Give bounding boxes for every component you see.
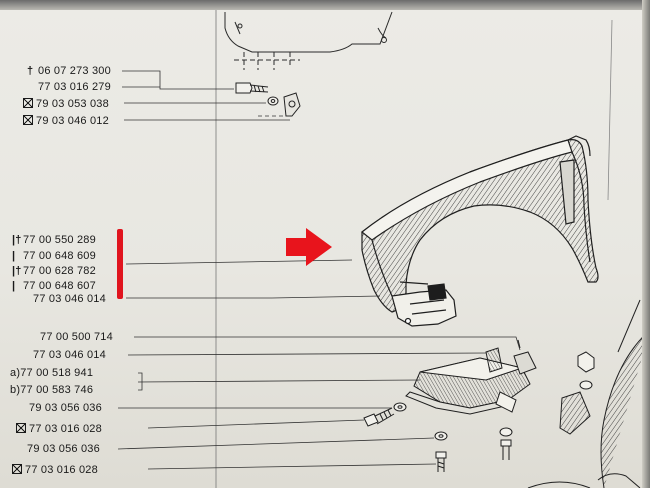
part-number-label: † 06 07 273 300 [27,65,111,77]
wing-leader-lines [125,259,381,299]
part-number-label: 77 00 500 714 [40,331,113,343]
part-number-label: 77 03 016 028 [16,422,102,435]
top-leader-lines [122,70,290,121]
part-number-text: 79 03 046 012 [36,115,109,127]
lower-leader-lines [117,336,521,470]
part-number-label: |†77 00 550 289 [12,234,96,246]
part-number-text: 77 00 628 782 [23,265,96,277]
part-number-label: 77 03 046 014 [33,293,106,305]
part-number-label: 79 03 053 038 [23,97,109,110]
part-number-text: 77 03 016 028 [25,464,98,476]
lower-fastener-group [363,402,513,472]
right-edge-fragments [527,299,650,488]
lower-bracket-assembly [405,339,595,435]
part-number-text: 79 03 056 036 [27,443,100,455]
part-number-text: 77 03 016 028 [29,423,102,435]
part-number-text: 79 03 056 036 [29,402,102,414]
part-number-label: 77 03 046 014 [33,349,106,361]
part-number-label: 77 03 016 028 [12,463,98,476]
crossed-box-symbol [23,98,33,108]
bracket-symbol: | [12,280,16,292]
crossed-box-symbol [23,115,33,125]
part-number-label: a)77 00 518 941 [10,367,93,379]
red-bracket-bar [117,229,123,299]
part-number-label: b)77 00 583 746 [10,384,93,396]
variant-marker: a) [10,367,21,379]
variant-marker: b) [10,384,21,396]
part-number-text: 77 00 648 607 [23,280,96,292]
part-number-text: 77 00 583 746 [20,384,94,396]
dagger-symbol: † [27,65,34,77]
part-number-text: 06 07 273 300 [38,65,111,77]
part-number-label: | 77 00 648 607 [12,280,96,292]
bracket-dagger-symbol: |† [12,265,22,277]
bracket-dagger-symbol: |† [12,234,22,246]
part-number-text: 77 00 518 941 [20,367,94,379]
part-number-text: 77 03 016 279 [38,81,111,93]
part-number-text: 77 03 046 014 [33,349,106,361]
front-wing-panel [361,135,599,327]
part-number-text: 79 03 053 038 [36,98,109,110]
bracket-symbol: | [12,250,16,262]
part-number-text: 77 00 500 714 [40,331,113,343]
part-number-label: 79 03 056 036 [29,402,102,414]
crossed-box-symbol [16,423,26,433]
part-number-label: 79 03 046 012 [23,114,109,127]
part-number-text: 77 00 648 609 [23,250,96,262]
part-number-label: 79 03 056 036 [27,443,100,455]
top-fastener-group [235,82,301,117]
top-bracket-part [224,11,393,70]
right-frame-line [607,19,613,201]
part-number-text: 77 00 550 289 [23,234,96,246]
crossed-box-symbol [12,464,22,474]
part-number-label: 77 03 016 279 [38,81,111,93]
red-arrow-icon [286,228,332,266]
part-number-text: 77 03 046 014 [33,293,106,305]
part-number-label: | 77 00 648 609 [12,250,96,262]
part-number-label: |†77 00 628 782 [12,265,96,277]
